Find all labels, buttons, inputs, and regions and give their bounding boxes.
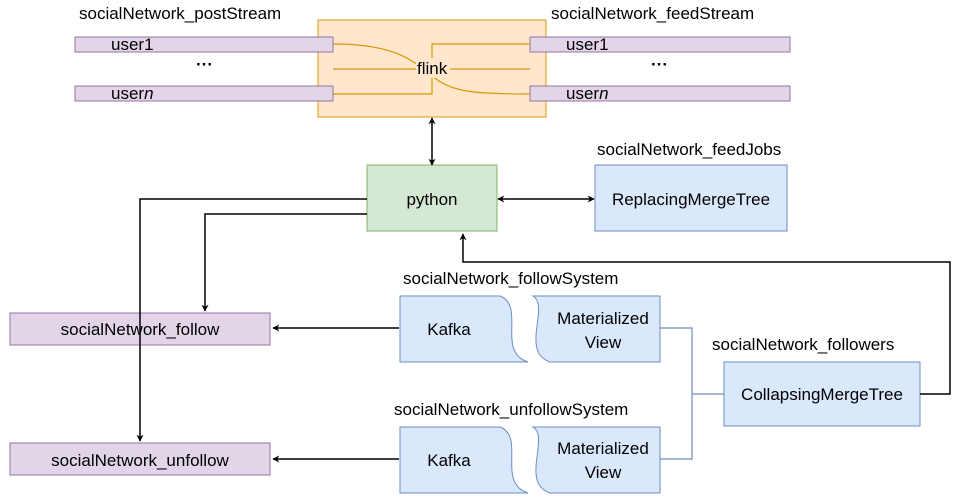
python-label: python bbox=[406, 190, 457, 209]
followers-title: socialNetwork_followers bbox=[712, 335, 894, 354]
edge-mv-merge bbox=[660, 327, 693, 460]
feed-stream-usern-suffix: n bbox=[599, 84, 608, 103]
post-stream-usern-suffix: n bbox=[144, 84, 153, 103]
follow-kafka-box bbox=[399, 295, 529, 363]
followers-box bbox=[723, 361, 921, 427]
unfollow-kafka-box bbox=[399, 426, 529, 494]
edge-followers-python bbox=[459, 233, 951, 395]
feed-jobs-title: socialNetwork_feedJobs bbox=[597, 140, 781, 159]
unfollow-mv-box bbox=[531, 426, 661, 494]
unfollow-table-box bbox=[9, 442, 271, 476]
edge-python-follow bbox=[201, 213, 367, 312]
follow-system-title: socialNetwork_followSystem bbox=[403, 269, 618, 288]
unfollow-kafka-label: Kafka bbox=[427, 451, 471, 470]
unfollow-system-title: socialNetwork_unfollowSystem bbox=[394, 400, 628, 419]
follow-kafka-label: Kafka bbox=[427, 320, 471, 339]
python-box bbox=[366, 164, 498, 232]
flink-label: flink bbox=[417, 59, 448, 78]
feed-stream-usern-label: usern bbox=[566, 84, 609, 103]
flink-label-bg bbox=[416, 58, 450, 78]
post-stream-usern-label: usern bbox=[111, 84, 154, 103]
feed-stream-user1-label: user1 bbox=[566, 35, 609, 54]
post-stream-user1-label: user1 bbox=[111, 35, 154, 54]
feed-stream-usern-prefix: user bbox=[566, 84, 599, 103]
unfollow-mv-line1: Materialized bbox=[557, 439, 649, 458]
feed-jobs-box bbox=[594, 164, 788, 232]
feed-jobs-engine: ReplacingMergeTree bbox=[612, 190, 770, 209]
follow-mv-line1: Materialized bbox=[557, 309, 649, 328]
post-stream-usern-prefix: user bbox=[111, 84, 144, 103]
follow-mv-box bbox=[531, 295, 661, 363]
edge-python-unfollow bbox=[136, 198, 367, 442]
feed-stream-title: socialNetwork_feedStream bbox=[551, 4, 754, 23]
unfollow-mv-line2: View bbox=[585, 463, 622, 482]
follow-mv-line2: View bbox=[585, 333, 622, 352]
feed-stream-ellipsis: ··· bbox=[651, 55, 668, 74]
post-stream-title: socialNetwork_postStream bbox=[79, 4, 281, 23]
post-stream-ellipsis: ··· bbox=[196, 55, 213, 74]
followers-engine: CollapsingMergeTree bbox=[741, 385, 903, 404]
unfollow-table-label: socialNetwork_unfollow bbox=[51, 451, 229, 470]
